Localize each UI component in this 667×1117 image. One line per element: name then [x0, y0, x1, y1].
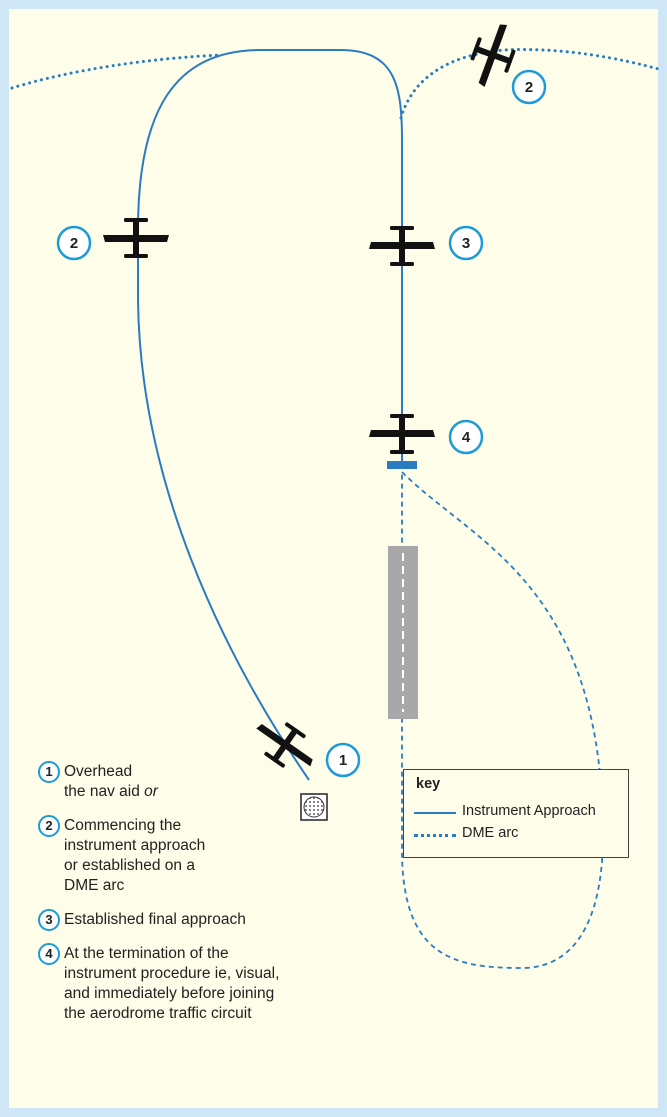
- dme-arc-right: [399, 48, 664, 120]
- instrument-approach-path: [137, 49, 403, 781]
- legend-text: Overhead the nav aid: [64, 763, 140, 800]
- marker-bubble-final-approach: 3: [448, 225, 484, 261]
- marker-bubble-overhead: 1: [325, 742, 361, 778]
- key-box: key Instrument Approach DME arc: [403, 769, 629, 858]
- aircraft-icon-termination: [369, 414, 435, 454]
- svg-text:3: 3: [462, 235, 470, 252]
- svg-text:1: 1: [339, 752, 347, 769]
- legend-text: Established final approach: [64, 911, 246, 928]
- legend-item-4: 4 At the termination of the instrument p…: [38, 943, 368, 1024]
- aircraft-icon-commencing: [103, 218, 169, 258]
- legend-number: 2: [38, 815, 60, 837]
- svg-text:4: 4: [462, 429, 471, 446]
- marker-bubble-dme-arc: 2: [511, 69, 547, 105]
- key-title: key: [416, 776, 441, 792]
- legend-text: Commencing the instrument approach or es…: [64, 817, 206, 894]
- marker-bubble-commencing: 2: [56, 225, 92, 261]
- aircraft-icon-final-approach: [369, 226, 435, 266]
- legend-number: 4: [38, 943, 60, 965]
- legend-item-2: 2 Commencing the instrument approach or …: [38, 815, 368, 896]
- termination-marker: [387, 461, 417, 469]
- nav-aid-icon: [300, 793, 328, 821]
- svg-text:2: 2: [525, 79, 533, 96]
- marker-bubble-termination: 4: [448, 419, 484, 455]
- legend-item-3: 3 Established final approach: [38, 909, 368, 931]
- diagram-panel: [9, 9, 658, 1108]
- visual-circuit-path: [401, 471, 604, 969]
- legend-text: At the termination of the instrument pro…: [64, 945, 280, 1022]
- svg-text:2: 2: [70, 235, 78, 252]
- key-label-dme-arc: DME arc: [462, 825, 519, 841]
- key-label-instrument-approach: Instrument Approach: [462, 803, 596, 819]
- legend-number: 3: [38, 909, 60, 931]
- solid-line-swatch: [414, 812, 456, 814]
- legend-number: 1: [38, 761, 60, 783]
- runway: [388, 546, 418, 719]
- legend-item-1: 1 Overhead the nav aid or: [38, 761, 368, 802]
- dotted-line-swatch: [414, 834, 456, 837]
- legend-suffix: or: [144, 783, 158, 800]
- numbered-legend: 1 Overhead the nav aid or 2 Commencing t…: [38, 761, 368, 1038]
- dme-arc-left: [10, 53, 224, 90]
